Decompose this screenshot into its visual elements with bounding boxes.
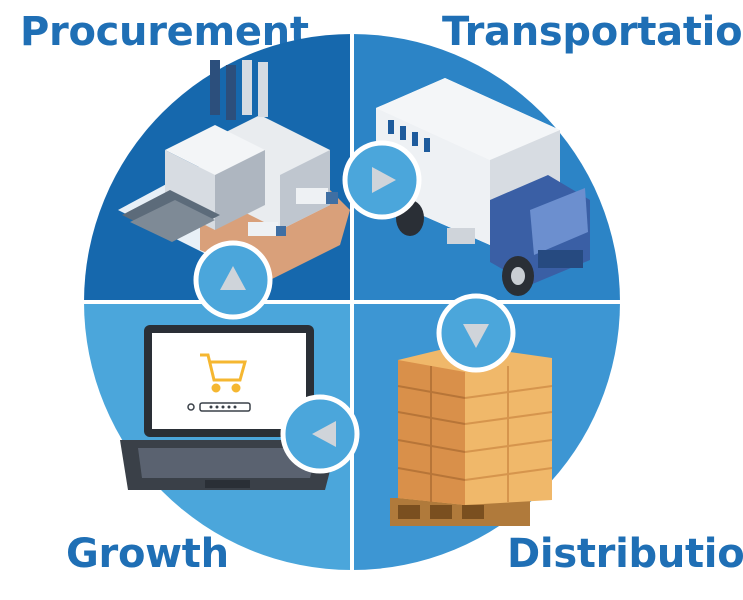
label-growth: Growth: [66, 531, 229, 577]
shopping-cart-icon: [200, 353, 247, 393]
label-procurement: Procurement: [20, 9, 309, 55]
arrow-procurement-to-transportation: [342, 140, 422, 220]
label-transportation: Transportation: [442, 9, 743, 55]
arrow-distribution-to-growth: [280, 394, 360, 474]
arrow-transportation-to-distribution: [436, 293, 516, 373]
laptop-cart-icon: [120, 325, 338, 490]
arrow-growth-to-procurement: [193, 240, 273, 320]
label-distribution: Distribution: [507, 531, 743, 577]
truck-icon: [376, 78, 590, 296]
boxes-pallet-icon: [390, 345, 553, 526]
